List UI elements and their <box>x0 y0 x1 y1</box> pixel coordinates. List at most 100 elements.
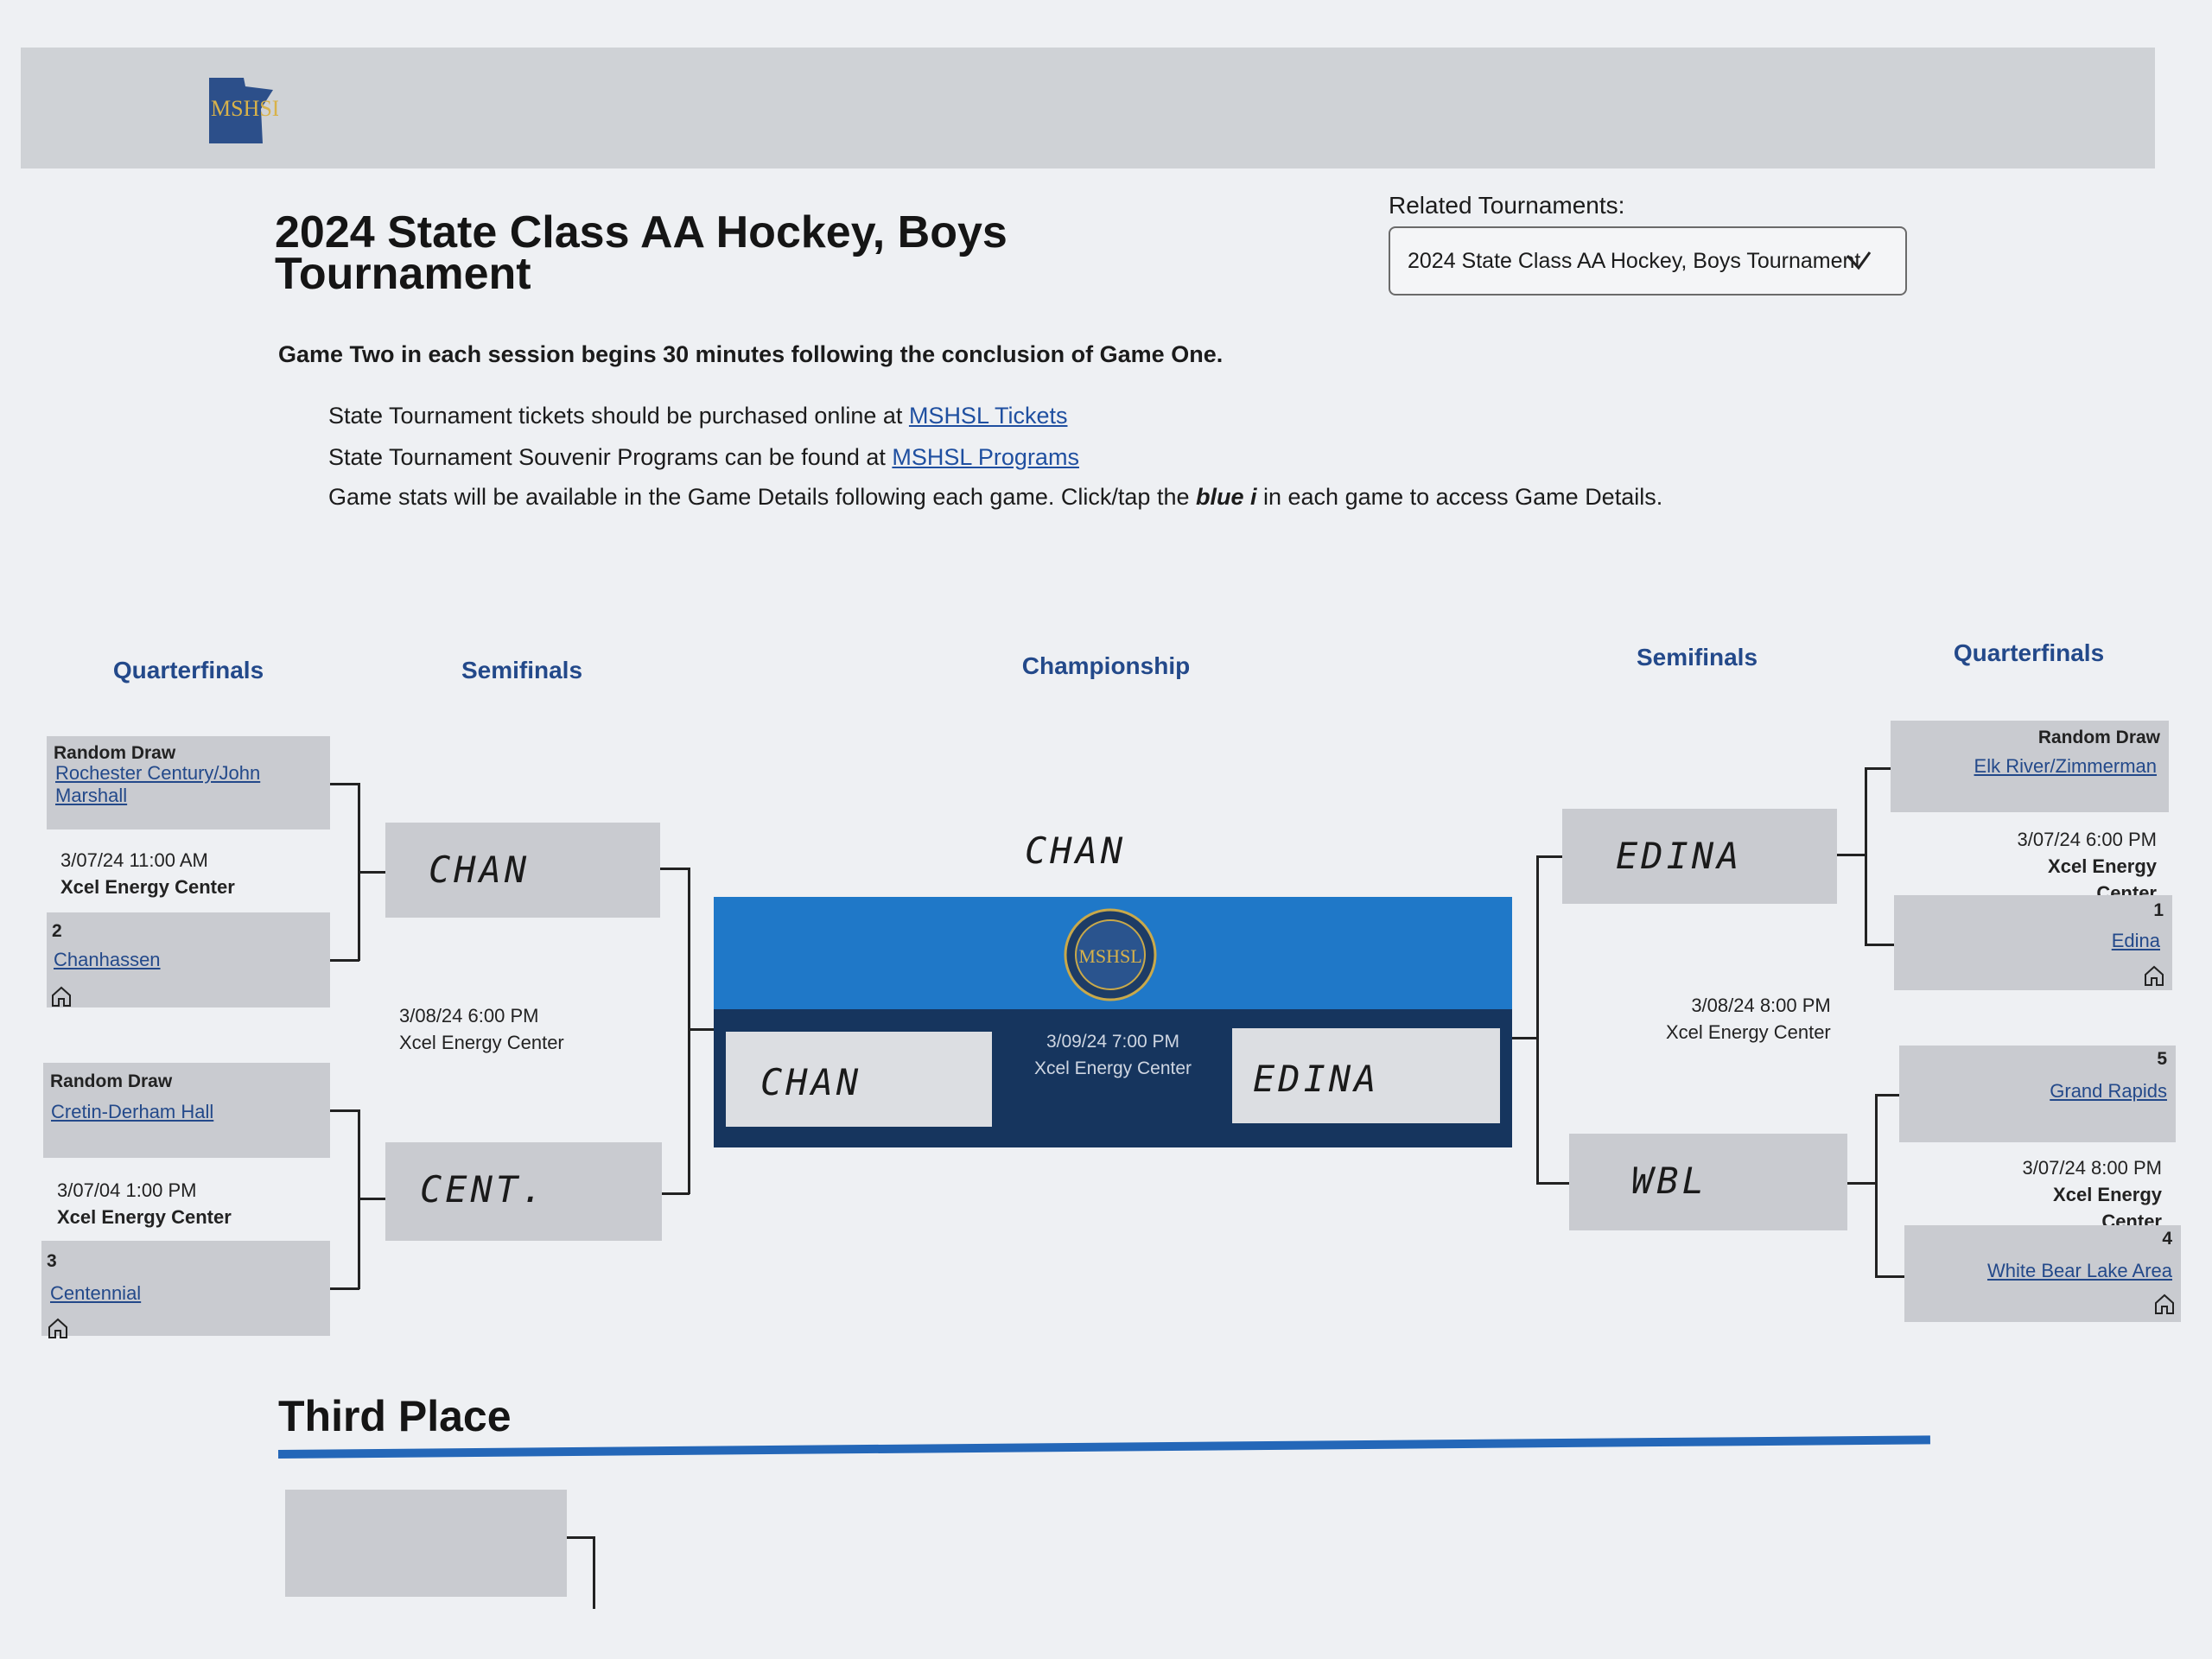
right-sf-game-info[interactable]: 3/08/24 8:00 PM Xcel Energy Center <box>1666 992 1831 1046</box>
tickets-text: State Tournament tickets should be purch… <box>328 403 909 429</box>
left-sf-bottom-slot[interactable]: CENT. <box>385 1142 662 1241</box>
right-sf-top-slot[interactable]: EDINA <box>1562 809 1837 904</box>
right-qf2-bottom-slot[interactable]: 4 White Bear Lake Area <box>1904 1225 2181 1322</box>
left-qf2-bottom-slot[interactable]: 3 Centennial <box>41 1241 330 1338</box>
seed-number: 5 <box>2157 1049 2167 1069</box>
right-sf-bottom-slot[interactable]: WBL <box>1569 1134 1847 1230</box>
random-draw-label: Random Draw <box>50 1071 173 1091</box>
mshsl-seal-icon: MSHSL <box>1064 908 1157 1001</box>
team-link[interactable]: Centennial <box>50 1282 142 1304</box>
handwritten-pick: EDINA <box>1616 835 1743 877</box>
stats-text: Game stats will be available in the Game… <box>328 484 1196 510</box>
champion-pick: CHAN <box>1025 830 1127 872</box>
random-draw-label: Random Draw <box>54 743 176 763</box>
left-qf2-game-info[interactable]: 3/07/04 1:00 PM Xcel Energy Center <box>57 1177 232 1230</box>
programs-text: State Tournament Souvenir Programs can b… <box>328 444 893 470</box>
right-qf1-game-info[interactable]: 3/07/24 6:00 PM Xcel Energy Center <box>1993 826 2157 906</box>
right-qf1-bottom-slot[interactable]: 1 Edina <box>1894 895 2172 990</box>
championship-game-info[interactable]: 3/09/24 7:00 PM Xcel Energy Center <box>994 1028 1232 1082</box>
handwritten-pick: EDINA <box>1253 1058 1380 1100</box>
championship-left-slot[interactable]: CHAN <box>726 1032 992 1127</box>
chevron-down-icon <box>1846 251 1872 270</box>
right-qf2-top-slot[interactable]: 5 Grand Rapids <box>1899 1046 2176 1142</box>
bracket-line <box>330 1109 359 1112</box>
page-title: 2024 State Class AA Hockey, Boys Tournam… <box>275 207 1007 299</box>
team-link[interactable]: Chanhassen <box>54 949 161 970</box>
programs-line: State Tournament Souvenir Programs can b… <box>328 444 1079 471</box>
mshsl-logo[interactable]: MSHSL <box>200 74 278 147</box>
game-date: 3/07/24 8:00 PM <box>2022 1157 2162 1179</box>
bracket-line <box>359 1198 385 1200</box>
bracket-line <box>358 783 360 961</box>
team-link[interactable]: White Bear Lake Area <box>1986 1260 2172 1281</box>
bracket-line <box>660 868 690 870</box>
session-note: Game Two in each session begins 30 minut… <box>278 341 1224 367</box>
left-sf-top-slot[interactable]: CHAN <box>385 823 660 918</box>
stats-suffix: in each game to access Game Details. <box>1256 484 1663 510</box>
bracket-line <box>358 1109 360 1289</box>
round-header-right-quarterfinals: Quarterfinals <box>1953 639 2105 666</box>
left-sf-game-info[interactable]: 3/08/24 6:00 PM Xcel Energy Center <box>399 1002 564 1056</box>
game-venue: Xcel Energy Center <box>1033 1058 1192 1078</box>
logo-text: MSHSL <box>211 96 278 121</box>
bracket-line <box>1875 1094 1878 1277</box>
tickets-line: State Tournament tickets should be purch… <box>328 403 1067 429</box>
game-date: 3/09/24 7:00 PM <box>1046 1032 1180 1052</box>
bracket-line <box>330 959 359 962</box>
header-band <box>21 48 2155 168</box>
team-link[interactable]: Elk River/Zimmerman <box>1974 755 2157 777</box>
left-qf1-bottom-slot[interactable]: 2 Chanhassen <box>47 912 330 1007</box>
bracket-line <box>1512 1037 1538 1039</box>
third-place-title: Third Place <box>278 1392 512 1440</box>
game-date: 3/08/24 8:00 PM <box>1691 995 1831 1016</box>
left-qf2-top-slot[interactable]: Random Draw Cretin-Derham Hall <box>43 1063 330 1158</box>
random-draw-label: Random Draw <box>2037 728 2160 747</box>
handwritten-pick: CHAN <box>760 1061 862 1103</box>
seal-text: MSHSL <box>1078 945 1141 967</box>
related-tournaments-select[interactable]: 2024 State Class AA Hockey, Boys Tournam… <box>1389 226 1907 296</box>
left-qf1-game-info[interactable]: 3/07/24 11:00 AM Xcel Energy Center <box>60 847 235 900</box>
game-date: 3/08/24 6:00 PM <box>399 1005 539 1027</box>
home-icon <box>52 986 71 1007</box>
team-link[interactable]: Edina <box>2111 930 2160 951</box>
right-qf1-top-slot[interactable]: Random Draw Elk River/Zimmerman <box>1891 721 2169 812</box>
blue-i-emphasis: blue i <box>1195 484 1257 510</box>
bracket-line <box>690 1028 714 1031</box>
bracket-line <box>1865 767 1867 945</box>
seed-number: 4 <box>2162 1229 2172 1249</box>
third-place-top-slot[interactable] <box>285 1490 567 1597</box>
left-qf1-top-slot[interactable]: Random Draw Rochester Century/John Marsh… <box>47 736 330 830</box>
bracket-line <box>330 1287 359 1290</box>
mshsl-tickets-link[interactable]: MSHSL Tickets <box>908 403 1068 429</box>
handwritten-pick: WBL <box>1631 1160 1707 1202</box>
team-link[interactable]: Cretin-Derham Hall <box>51 1101 214 1122</box>
bracket-line <box>1536 1182 1569 1185</box>
seed-number: 3 <box>47 1251 57 1271</box>
bracket-line <box>1837 854 1866 856</box>
game-venue: Xcel Energy Center <box>60 876 235 898</box>
championship-right-slot[interactable]: EDINA <box>1232 1028 1500 1123</box>
round-header-left-semifinals: Semifinals <box>461 657 583 683</box>
related-tournaments-label: Related Tournaments: <box>1389 192 1625 219</box>
bracket-line <box>1536 855 1564 858</box>
bracket-line <box>1865 944 1894 946</box>
round-header-championship: Championship <box>1021 652 1191 679</box>
home-icon <box>48 1318 67 1338</box>
bracket-line <box>688 868 690 1194</box>
bracket-line <box>593 1536 595 1609</box>
bracket-line <box>662 1192 690 1195</box>
bracket-line <box>1875 1275 1904 1278</box>
mshsl-programs-link[interactable]: MSHSL Programs <box>892 444 1079 470</box>
team-link[interactable]: Rochester Century/John Marshall <box>55 762 261 806</box>
game-date: 3/07/24 6:00 PM <box>2017 829 2157 850</box>
bracket-line <box>359 871 385 874</box>
game-venue: Xcel Energy Center <box>399 1032 564 1053</box>
game-date: 3/07/24 11:00 AM <box>60 849 208 871</box>
team-link[interactable]: Grand Rapids <box>2050 1080 2167 1102</box>
related-tournaments-value: 2024 State Class AA Hockey, Boys Tournam… <box>1408 248 1861 273</box>
bracket-line <box>567 1536 594 1539</box>
handwritten-pick: CHAN <box>429 849 531 891</box>
round-header-right-semifinals: Semifinals <box>1636 644 1758 671</box>
right-qf2-game-info[interactable]: 3/07/24 8:00 PM Xcel Energy Center <box>1993 1154 2162 1235</box>
